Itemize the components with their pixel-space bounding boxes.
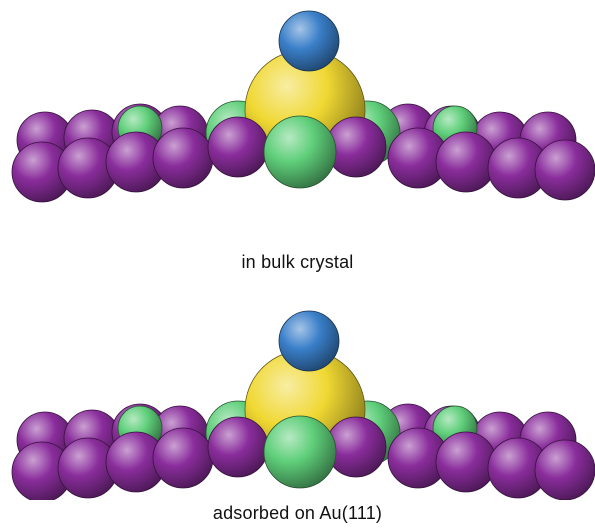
purple-sphere [152, 127, 214, 189]
molecule-bulk-crystal-diagram [11, 10, 595, 203]
molecule-adsorbed-panel [0, 300, 595, 500]
purple-sphere [152, 427, 214, 489]
molecule-bulk-crystal-panel [0, 0, 595, 215]
purple-sphere [534, 139, 595, 201]
molecule-adsorbed-diagram [11, 310, 595, 500]
purple-sphere [534, 439, 595, 500]
blue-sphere [278, 310, 340, 372]
green-sphere [263, 115, 337, 189]
blue-sphere [278, 10, 340, 72]
purple-sphere [435, 131, 497, 193]
green-sphere [263, 415, 337, 489]
caption-bulk-crystal: in bulk crystal [241, 252, 354, 272]
purple-sphere [435, 431, 497, 493]
purple-sphere [207, 416, 269, 478]
caption-adsorbed-au111: adsorbed on Au(111) [212, 503, 383, 523]
purple-sphere [207, 116, 269, 178]
